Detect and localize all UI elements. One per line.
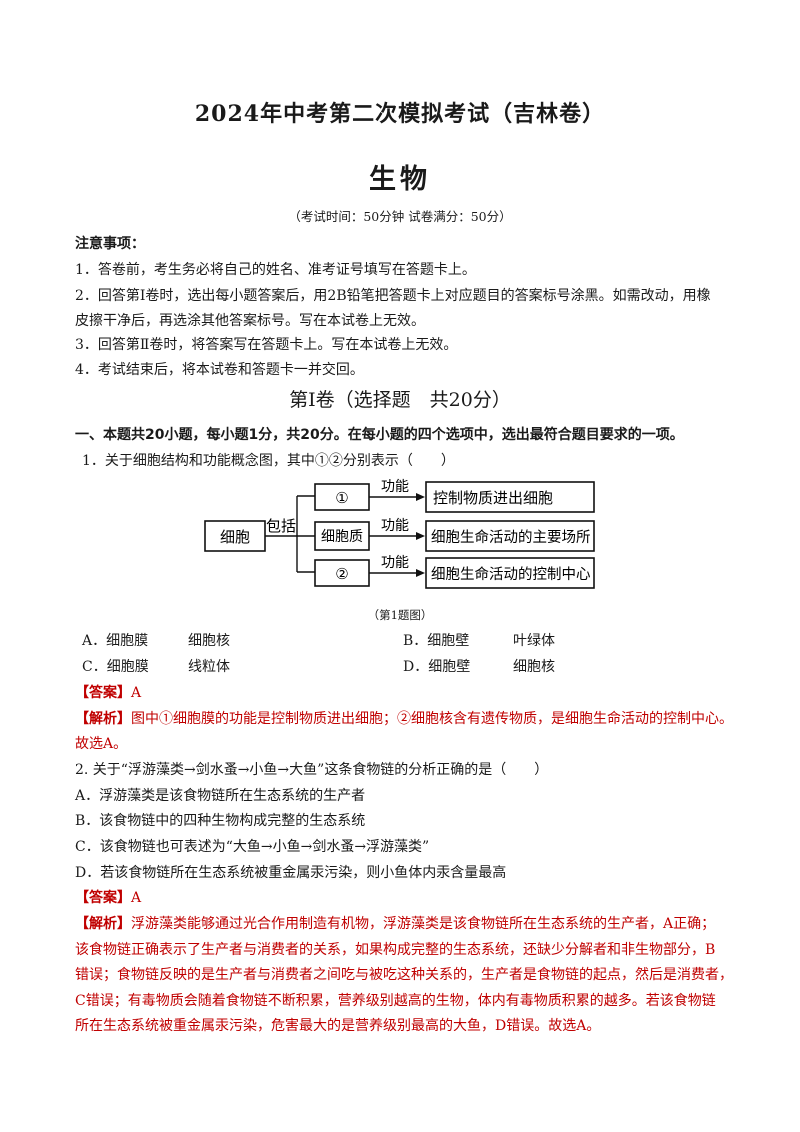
diagram-func-label-1: 功能 <box>381 479 409 495</box>
part-heading: 一、本题共20小题，每小题1分，共20分。在每小题的四个选项中，选出最符合题目要… <box>75 427 684 443</box>
diagram-function-3 <box>425 557 595 589</box>
question-2-answer: 【答案】A <box>75 887 141 907</box>
diagram-func-label-3: 功能 <box>381 555 409 571</box>
concept-diagram: 细胞 包括 ① 细胞质 ② 功能 功能 功能 控制物质进出细胞 细胞生命活动的主… <box>204 479 595 589</box>
exam-info: （考试时间：50分钟 试卷满分：50分） <box>288 209 512 224</box>
analysis-text: 浮游藻类能够通过光合作用制造有机物，浮游藻类是该食物链所在生态系统的生产者，A正… <box>131 916 716 932</box>
answer-tag: 【答案】 <box>75 890 131 906</box>
diagram-node-2-label: 细胞质 <box>321 529 363 545</box>
question-1-stem: 1．关于细胞结构和功能概念图，其中①②分别表示（ ） <box>82 453 455 469</box>
question-1-analysis-cont: 故选A。 <box>75 736 128 752</box>
analysis-line: C错误；有毒物质会随着食物链不断积累，营养级别越高的生物，体内有毒物质积累的越多… <box>75 993 716 1009</box>
answer-tag: 【答案】 <box>75 685 131 701</box>
notice-item: 2．回答第Ⅰ卷时，选出每小题答案后，用2B铅笔把答题卡上对应题目的答案标号涂黑。… <box>75 288 711 304</box>
analysis-line: 错误；食物链反映的是生产者与消费者之间吃与被吃这种关系的，生产者是食物链的起点，… <box>75 967 733 983</box>
analysis-line: 所在生态系统被重金属汞污染，危害最大的是营养级别最高的大鱼，D错误。故选A。 <box>75 1018 601 1034</box>
subject-title: 生物 <box>369 164 431 195</box>
diagram-function-2 <box>425 520 595 552</box>
analysis-tag: 【解析】 <box>75 711 131 727</box>
analysis-tag: 【解析】 <box>75 916 131 932</box>
section-title: 第Ⅰ卷（选择题 共20分） <box>289 389 511 411</box>
option-c: C．细胞膜 <box>82 659 149 675</box>
option-b-second: 叶绿体 <box>513 633 555 649</box>
question-2-analysis: 【解析】浮游藻类能够通过光合作用制造有机物，浮游藻类是该食物链所在生态系统的生产… <box>75 913 715 933</box>
option-d-second: 细胞核 <box>513 659 555 675</box>
diagram-node-1-label: ① <box>335 489 348 507</box>
q2-option-b: B．该食物链中的四种生物构成完整的生态系统 <box>75 813 366 829</box>
figure-caption: （第1题图） <box>367 608 433 622</box>
notice-item: 3．回答第Ⅱ卷时，将答案写在答题卡上。写在本试卷上无效。 <box>75 337 458 353</box>
notice-item: 皮擦干净后，再选涂其他答案标号。写在本试卷上无效。 <box>75 313 425 329</box>
diagram-function-1 <box>425 481 595 513</box>
diagram-function-2-label: 细胞生命活动的主要场所 <box>431 528 591 546</box>
option-a-second: 细胞核 <box>188 633 230 649</box>
question-2-stem: 2. 关于“浮游藻类→剑水蚤→小鱼→大鱼”这条食物链的分析正确的是（ ） <box>75 762 549 778</box>
diagram-function-1-label: 控制物质进出细胞 <box>433 489 553 507</box>
diagram-func-label-2: 功能 <box>381 518 409 534</box>
question-1-answer: 【答案】A <box>75 682 141 702</box>
option-a: A．细胞膜 <box>82 633 149 649</box>
option-d: D．细胞壁 <box>403 659 471 675</box>
answer-value: A <box>131 890 142 906</box>
diagram-function-3-label: 细胞生命活动的控制中心 <box>431 565 591 583</box>
analysis-line: 该食物链正确表示了生产者与消费者的关系，如果构成完整的生态系统，还缺少分解者和非… <box>75 942 716 958</box>
notice-title: 注意事项： <box>75 236 145 252</box>
notice-item: 1．答卷前，考生务必将自己的姓名、准考证号填写在答题卡上。 <box>75 262 476 278</box>
q2-option-a: A．浮游藻类是该食物链所在生态系统的生产者 <box>75 788 366 804</box>
answer-value: A <box>131 685 142 701</box>
analysis-text: 图中①细胞膜的功能是控制物质进出细胞；②细胞核含有遗传物质，是细胞生命活动的控制… <box>131 711 733 727</box>
notice-item: 4．考试结束后，将本试卷和答题卡一并交回。 <box>75 362 364 378</box>
diagram-node-3-label: ② <box>335 565 348 583</box>
question-1-analysis: 【解析】图中①细胞膜的功能是控制物质进出细胞；②细胞核含有遗传物质，是细胞生命活… <box>75 708 733 728</box>
exam-title: 2024年中考第二次模拟考试（吉林卷） <box>194 101 606 127</box>
diagram-include-label: 包括 <box>266 517 296 535</box>
diagram-root-label: 细胞 <box>220 528 250 546</box>
q2-option-c: C．该食物链也可表述为“大鱼→小鱼→剑水蚤→浮游藻类” <box>75 839 430 855</box>
option-b: B．细胞壁 <box>403 633 470 649</box>
option-c-second: 线粒体 <box>188 659 230 675</box>
q2-option-d: D．若该食物链所在生态系统被重金属汞污染，则小鱼体内汞含量最高 <box>75 865 507 881</box>
